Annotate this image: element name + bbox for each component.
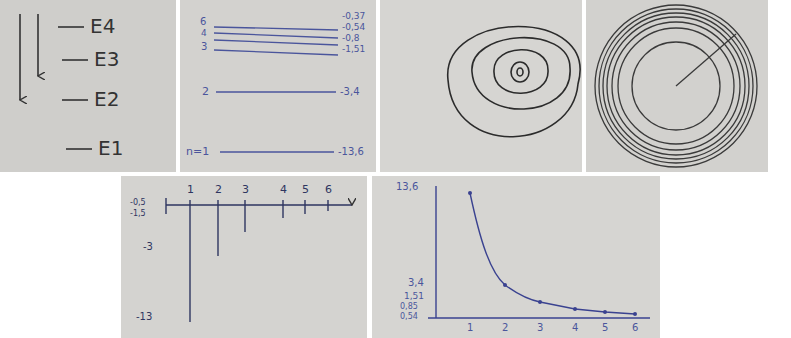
sketch-label: 6	[325, 184, 332, 195]
sketch-label: 1,51	[404, 292, 424, 301]
sketch-label: 3	[242, 184, 249, 195]
sketch-label: E4	[90, 16, 115, 36]
sketch-label: -0,54	[342, 23, 365, 32]
sketch-label: 2	[502, 323, 508, 333]
sketch-label: -1,5	[130, 210, 146, 218]
sketch-label: -3,4	[340, 87, 360, 97]
sketch-label: 2	[215, 184, 222, 195]
sketch-label: 2	[202, 86, 209, 97]
sketch-label: 0,85	[400, 303, 418, 311]
sketch-label: 0,54	[400, 313, 418, 321]
sketch-label: E3	[94, 49, 119, 69]
sketch-label: 5	[602, 323, 608, 333]
sketch-label: 3	[537, 323, 543, 333]
sketch-label: -0,5	[130, 199, 146, 207]
sketch-label: -0,37	[342, 12, 365, 21]
sketch-label: 4	[572, 323, 578, 333]
sketch-label: -0,8	[342, 34, 360, 43]
sketch-label: n=1	[186, 146, 209, 157]
sketch-label: 3,4	[408, 278, 424, 288]
sketch-label: 4	[201, 29, 207, 38]
sketch-label: 4	[280, 184, 287, 195]
sketch-label: 1	[467, 323, 473, 333]
sketch-label: -1,51	[342, 45, 365, 54]
sketch-label: 13,6	[396, 182, 418, 192]
sketch-label: E2	[94, 89, 119, 109]
sketch-label: -13,6	[338, 147, 364, 157]
sketch-label: 6	[200, 17, 206, 27]
sketch-label: 1	[187, 184, 194, 195]
sketch-label: -13	[136, 312, 152, 322]
sketch-label: -3	[143, 242, 153, 252]
sketch-label: 5	[302, 184, 309, 195]
sketch-label: 6	[632, 323, 638, 333]
sketch-label: E1	[98, 138, 123, 158]
sketch-label: 3	[201, 42, 207, 52]
